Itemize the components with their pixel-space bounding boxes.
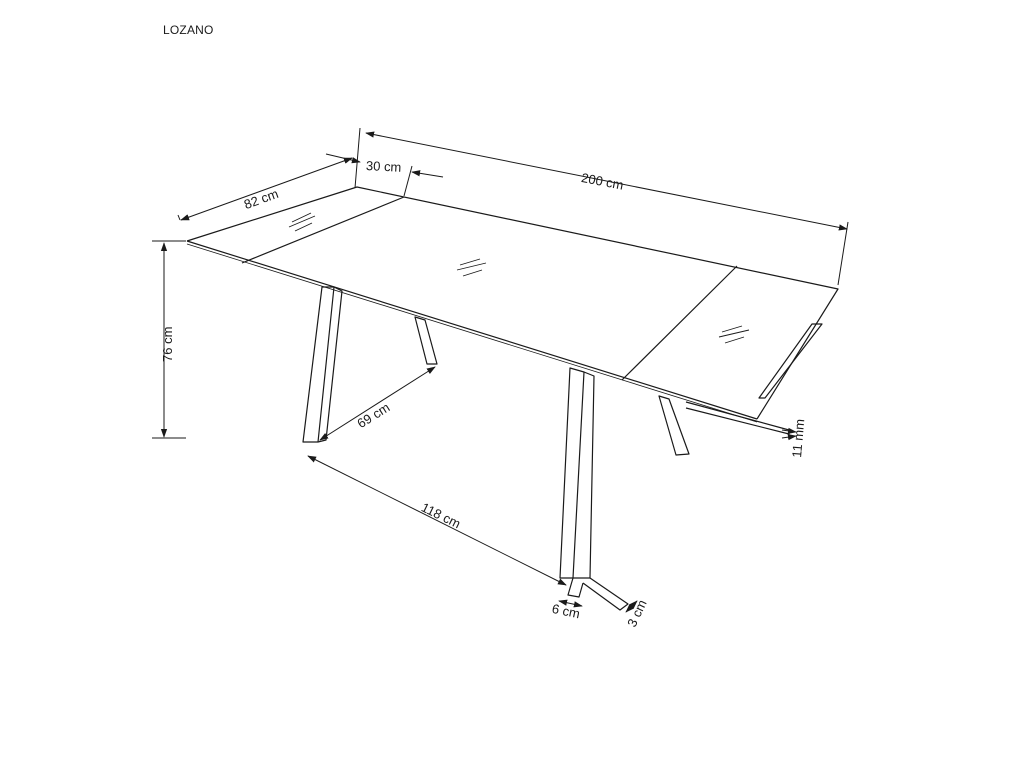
product-title: LOZANO — [163, 23, 214, 37]
dimension-lines — [152, 127, 849, 613]
table-top — [186, 186, 839, 423]
label-length: 200 cm — [580, 170, 625, 193]
label-leg-width: 6 cm — [551, 601, 582, 622]
dim-line-length — [365, 131, 848, 231]
dim-line-leg-width — [558, 599, 583, 608]
extension-seam-left — [241, 196, 405, 264]
label-leg-span: 69 cm — [354, 400, 392, 431]
label-top-thickness: 11 mm — [789, 418, 807, 458]
dim-line-leg-span — [319, 366, 436, 441]
dim-line-extension-right — [411, 170, 444, 178]
dim-line-top-thickness-upper — [781, 427, 797, 434]
glass-hatch-marks — [288, 212, 750, 344]
dim-line-extension-left — [325, 153, 361, 164]
dim-line-foot — [625, 600, 638, 613]
label-height: 76 cm — [160, 327, 175, 362]
dim-line-leg-distance — [307, 455, 567, 586]
label-foot-thickness: 3 cm — [624, 597, 650, 629]
dim-line-width — [180, 157, 353, 221]
table-outline — [186, 186, 839, 611]
leg-front-left — [302, 286, 343, 443]
dim-line-top-thickness-lower — [781, 434, 797, 441]
leg-front-right — [559, 367, 629, 611]
label-width: 82 cm — [242, 186, 280, 212]
extension-seam-right — [621, 265, 738, 381]
dimension-labels: 82 cm 30 cm 200 cm 76 cm 69 cm 118 cm 6 … — [160, 158, 807, 629]
label-leg-distance: 118 cm — [419, 500, 463, 532]
leg-back-right — [658, 395, 690, 456]
label-extension: 30 cm — [366, 158, 402, 175]
leg-back-left — [414, 316, 438, 365]
